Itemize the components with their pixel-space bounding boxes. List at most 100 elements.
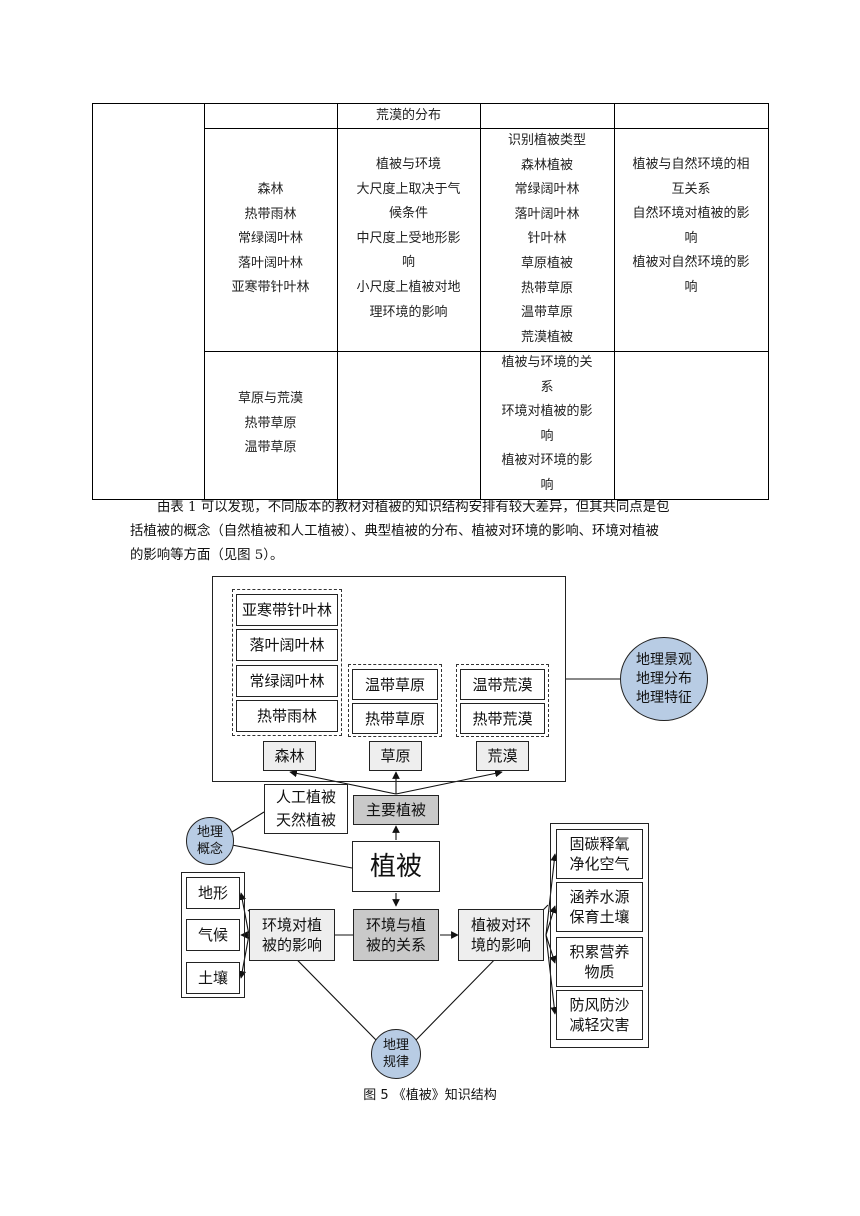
text-line: 地理 <box>382 1038 409 1053</box>
desert-types-group <box>456 664 549 737</box>
text-lines: 固碳释氧净化空气 <box>569 834 629 874</box>
text-line: 针叶林 <box>527 231 567 247</box>
box-tropical-grassland: 热带草原 <box>352 703 438 734</box>
text-line: 净化空气 <box>569 855 630 873</box>
vegetation-types-frame <box>212 576 566 782</box>
text-line: 植被对自然环境的影 <box>632 255 750 271</box>
box-nutrients: 积累营养物质 <box>556 937 643 987</box>
text-line: 被的影响 <box>261 936 322 954</box>
circle-geo-law: 地理规律 <box>371 1029 421 1079</box>
text-line: 森林 <box>257 182 284 197</box>
paragraph-line: 括植被的概念（自然植被和人工植被）、典型植被的分布、植被对环境的影响、环境对植被 <box>130 524 659 539</box>
text-lines: 环境对植被的影响 <box>262 915 322 955</box>
text-lines: 植被与环境的关系环境对植被的影响植被对环境的影响 <box>480 351 614 499</box>
effects-frame <box>550 823 649 1048</box>
text-lines: 森林热带雨林常绿阔叶林落叶阔叶林亚寒带针叶林 <box>204 178 337 301</box>
forest-types-group <box>232 589 342 736</box>
text-line: 涵养水源 <box>569 888 630 906</box>
box-vegetation: 植被 <box>352 841 440 892</box>
text-line: 响 <box>684 230 698 246</box>
text-lines: 环境与植被的关系 <box>366 915 426 955</box>
text-line: 境的影响 <box>470 936 531 954</box>
circle-geo-landscape: 地理景观地理分布地理特征 <box>620 637 708 721</box>
text-line: 规律 <box>382 1055 409 1070</box>
table-line <box>614 103 615 500</box>
box-main-vegetation: 主要植被 <box>353 795 439 825</box>
text-lines: 地理概念 <box>197 824 223 858</box>
box-deciduous-broadleaf: 落叶阔叶林 <box>236 629 338 661</box>
text-line: 响 <box>401 255 415 271</box>
text-lines: 草原与荒漠热带草原温带草原 <box>204 387 337 461</box>
text-line: 积累营养 <box>569 943 630 961</box>
label-artificial: 人工植被 <box>275 788 336 806</box>
text-line: 候条件 <box>388 206 428 222</box>
text-line: 落叶阔叶林 <box>237 255 303 271</box>
cell-vegetation-environment: 植被与环境大尺度上取决于气候条件中尺度上受地形影响小尺度上植被对地理环境的影响 <box>337 153 480 325</box>
table-border-right <box>768 103 769 500</box>
box-artificial-natural: 人工植被 天然植被 <box>264 784 348 834</box>
text-line: 物质 <box>584 963 615 981</box>
box-water-soil: 涵养水源保育土壤 <box>556 882 643 932</box>
text-line: 响 <box>684 279 698 295</box>
text-line: 地理 <box>196 825 223 840</box>
text-line: 环境对植 <box>261 916 322 934</box>
grassland-types-group <box>348 664 442 737</box>
box-terrain: 地形 <box>186 877 240 909</box>
cell-grassland-desert: 草原与荒漠热带草原温带草原 <box>204 387 337 461</box>
text-lines: 防风防沙减轻灾害 <box>569 995 629 1035</box>
text-line: 识别植被类型 <box>507 133 586 148</box>
text-line: 地理分布 <box>636 670 692 687</box>
table-border-top <box>92 103 768 104</box>
text-line: 小尺度上植被对地 <box>356 279 461 295</box>
text-line: 森林植被 <box>520 157 573 173</box>
text-line: 地理特征 <box>636 689 692 706</box>
text-lines: 积累营养物质 <box>569 942 629 982</box>
body-paragraph: 由表 1 可以发现，不同版本的教材对植被的知识结构安排有较大差异，但其共同点是包… <box>130 496 742 568</box>
box-carbon-oxygen: 固碳释氧净化空气 <box>556 829 643 879</box>
box-climate: 气候 <box>186 919 240 951</box>
text-lines: 植被对环境的影响 <box>471 915 531 955</box>
cell-forest-list: 森林热带雨林常绿阔叶林落叶阔叶林亚寒带针叶林 <box>204 178 337 301</box>
text-line: 常绿阔叶林 <box>237 231 303 247</box>
text-line: 植被对环境的影 <box>501 453 593 469</box>
text-line: 亚寒带针叶林 <box>231 280 310 296</box>
label-natural: 天然植被 <box>275 811 336 829</box>
text-line: 植被对环 <box>470 916 531 934</box>
text-line: 地理景观 <box>636 651 692 668</box>
table-line <box>204 351 768 352</box>
text-line: 响 <box>540 477 554 493</box>
text-line: 防风防沙 <box>569 996 630 1014</box>
text-line: 植被与环境 <box>375 157 441 172</box>
text-line: 环境与植 <box>365 916 426 934</box>
text-lines: 识别植被类型森林植被常绿阔叶林落叶阔叶林针叶林草原植被热带草原温带草原荒漠植被 <box>480 129 614 350</box>
text-line: 减轻灾害 <box>569 1016 630 1034</box>
box-grassland: 草原 <box>369 741 422 771</box>
box-tropical-rainforest: 热带雨林 <box>236 700 338 732</box>
box-forest: 森林 <box>263 741 316 771</box>
box-soil: 土壤 <box>186 962 240 994</box>
text-line: 互关系 <box>671 181 711 197</box>
text-line: 自然环境对植被的影 <box>632 206 750 222</box>
text-line: 被的关系 <box>365 936 426 954</box>
text-line: 理环境的影响 <box>369 304 448 320</box>
paragraph-line: 的影响等方面（见图 5）。 <box>130 548 284 563</box>
text-line: 常绿阔叶林 <box>514 182 580 198</box>
circle-geo-concept: 地理概念 <box>186 817 234 865</box>
text-lines: 地理规律 <box>383 1037 409 1071</box>
text-line: 中尺度上受地形影 <box>356 230 461 246</box>
text-line: 环境对植被的影 <box>501 404 593 420</box>
text-lines: 植被与环境大尺度上取决于气候条件中尺度上受地形影响小尺度上植被对地理环境的影响 <box>337 153 480 325</box>
text-lines: 地理景观地理分布地理特征 <box>636 651 692 708</box>
text-line: 热带草原 <box>244 415 297 431</box>
text-lines: 植被与自然环境的相互关系自然环境对植被的影响植被对自然环境的影响 <box>614 153 768 301</box>
text-line: 系 <box>540 379 554 395</box>
text-line: 热带草原 <box>520 280 573 296</box>
cell-veg-env-relations: 植被与环境的关系环境对植被的影响植被对环境的影响 <box>480 351 614 499</box>
table-line <box>204 103 205 500</box>
table-border-left <box>92 103 93 500</box>
text-line: 草原植被 <box>520 255 573 271</box>
table-line <box>204 128 768 129</box>
table-border-bottom <box>92 499 768 500</box>
figure-caption: 图 5 《植被》知识结构 <box>363 1088 497 1103</box>
box-temperate-desert: 温带荒漠 <box>460 669 545 700</box>
